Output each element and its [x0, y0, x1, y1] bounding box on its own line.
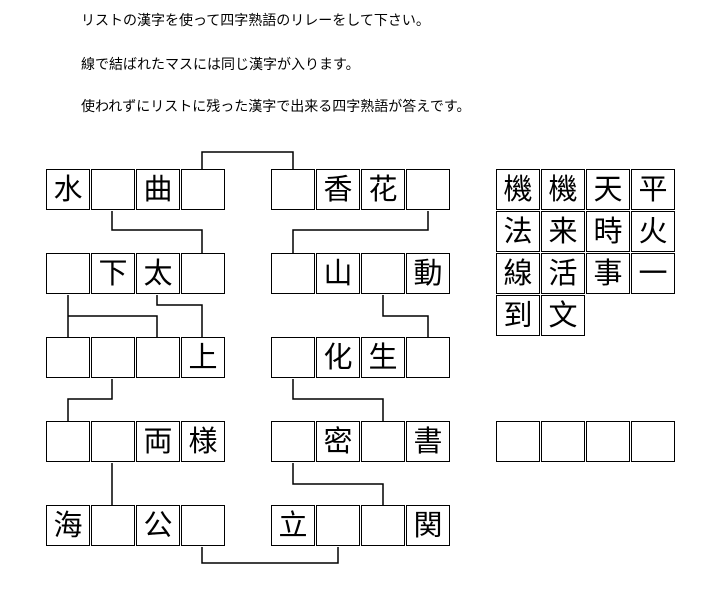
left-cell-r4-c4[interactable]: 様: [181, 421, 225, 462]
right-cell-r3-c4[interactable]: [406, 337, 450, 378]
right-cell-r5-c1[interactable]: 立: [271, 505, 315, 546]
instruction-line-1: リストの漢字を使って四字熟語のリレーをして下さい。: [81, 13, 430, 29]
left-cell-r5-c4[interactable]: [181, 505, 225, 546]
list-cell-r3-c2: 活: [541, 253, 585, 294]
connector-line: [292, 379, 384, 421]
right-cell-r2-c1[interactable]: [271, 253, 315, 294]
right-cell-r1-c2[interactable]: 香: [316, 169, 360, 210]
right-cell-r2-c3[interactable]: [361, 253, 405, 294]
left-cell-r3-c4[interactable]: 上: [181, 337, 225, 378]
list-cell-r4-c2: 文: [541, 295, 585, 336]
connector-line: [292, 463, 384, 505]
answer-cell-4[interactable]: [631, 421, 675, 462]
right-cell-r3-c1[interactable]: [271, 337, 315, 378]
left-cell-r5-c2[interactable]: [91, 505, 135, 546]
list-cell-r3-c4: 一: [631, 253, 675, 294]
connector-line: [156, 295, 203, 337]
left-cell-r3-c2[interactable]: [91, 337, 135, 378]
connector-line: [68, 315, 158, 337]
instruction-line-3: 使われずにリストに残った漢字で出来る四字熟語が答えです。: [81, 99, 471, 115]
list-cell-r3-c3: 事: [586, 253, 630, 294]
list-cell-r1-c2: 機: [541, 169, 585, 210]
left-cell-r1-c4[interactable]: [181, 169, 225, 210]
list-cell-r1-c3: 天: [586, 169, 630, 210]
right-cell-r5-c4[interactable]: 関: [406, 505, 450, 546]
left-cell-r1-c1[interactable]: 水: [46, 169, 90, 210]
list-cell-r2-c4: 火: [631, 211, 675, 252]
left-cell-r4-c3[interactable]: 両: [136, 421, 180, 462]
list-cell-r4-c1: 到: [496, 295, 540, 336]
list-cell-r2-c2: 来: [541, 211, 585, 252]
right-cell-r2-c2[interactable]: 山: [316, 253, 360, 294]
right-cell-r5-c2[interactable]: [316, 505, 360, 546]
connector-line: [67, 379, 113, 421]
left-cell-r5-c3[interactable]: 公: [136, 505, 180, 546]
left-cell-r2-c1[interactable]: [46, 253, 90, 294]
instruction-line-2: 線で結ばれたマスには同じ漢字が入ります。: [81, 57, 360, 73]
right-cell-r5-c3[interactable]: [361, 505, 405, 546]
list-cell-r2-c3: 時: [586, 211, 630, 252]
left-cell-r1-c2[interactable]: [91, 169, 135, 210]
connector-line: [292, 211, 429, 253]
left-cell-r2-c2[interactable]: 下: [91, 253, 135, 294]
connector-line: [201, 151, 294, 169]
answer-cell-1[interactable]: [496, 421, 540, 462]
left-cell-r5-c1[interactable]: 海: [46, 505, 90, 546]
list-cell-r1-c1: 機: [496, 169, 540, 210]
connector-line: [382, 295, 429, 337]
list-cell-r1-c4: 平: [631, 169, 675, 210]
answer-cell-3[interactable]: [586, 421, 630, 462]
left-cell-r3-c1[interactable]: [46, 337, 90, 378]
right-cell-r1-c4[interactable]: [406, 169, 450, 210]
left-cell-r4-c1[interactable]: [46, 421, 90, 462]
list-cell-r2-c1: 法: [496, 211, 540, 252]
left-cell-r1-c3[interactable]: 曲: [136, 169, 180, 210]
left-cell-r4-c2[interactable]: [91, 421, 135, 462]
right-cell-r3-c2[interactable]: 化: [316, 337, 360, 378]
right-cell-r1-c3[interactable]: 花: [361, 169, 405, 210]
connector-line: [201, 547, 339, 564]
right-cell-r2-c4[interactable]: 動: [406, 253, 450, 294]
right-cell-r4-c4[interactable]: 書: [406, 421, 450, 462]
right-cell-r4-c3[interactable]: [361, 421, 405, 462]
list-cell-r3-c1: 線: [496, 253, 540, 294]
left-cell-r2-c4[interactable]: [181, 253, 225, 294]
right-cell-r4-c1[interactable]: [271, 421, 315, 462]
right-cell-r1-c1[interactable]: [271, 169, 315, 210]
right-cell-r3-c3[interactable]: 生: [361, 337, 405, 378]
answer-cell-2[interactable]: [541, 421, 585, 462]
left-cell-r2-c3[interactable]: 太: [136, 253, 180, 294]
left-cell-r3-c3[interactable]: [136, 337, 180, 378]
right-cell-r4-c2[interactable]: 密: [316, 421, 360, 462]
connector-line: [111, 211, 203, 253]
